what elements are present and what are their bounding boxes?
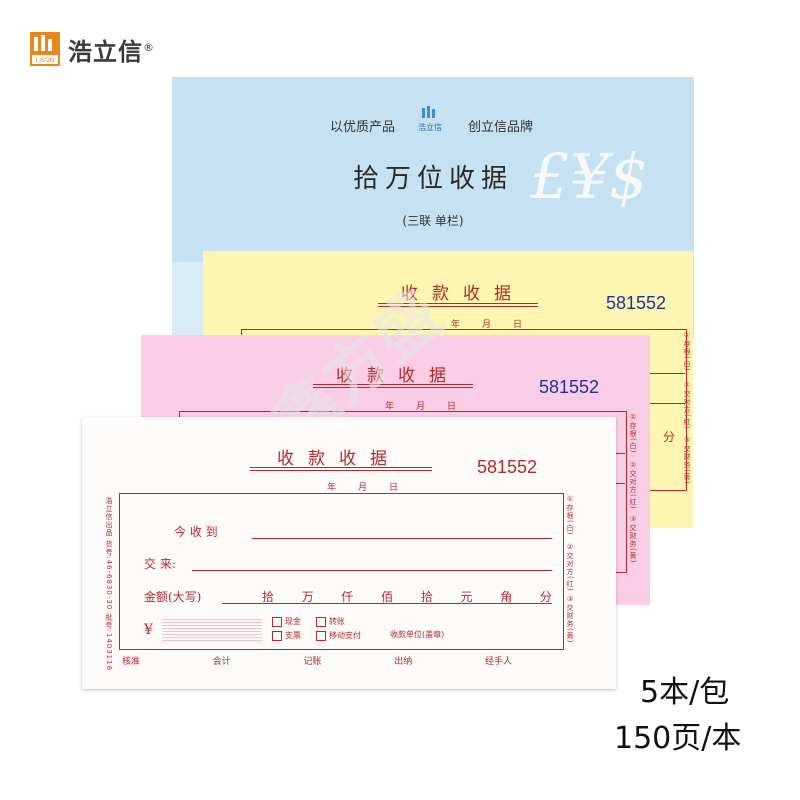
copy-label: ②交对方(红) [683, 381, 691, 430]
receipt-title: 收款收据 [336, 366, 460, 386]
amount-label: 金额(大写) [144, 590, 202, 604]
receipt-serial: 581552 [539, 377, 600, 397]
cover-logo: 浩立信 [418, 106, 442, 133]
method-mobile: 移动支付 [316, 630, 361, 641]
signature-row: 核准 会计 记账 出纳 经手人 [122, 657, 512, 667]
currency-mark: ¥ [144, 622, 153, 638]
currency-symbols-graphic: £¥$ [530, 140, 649, 213]
copy-label: ③交财务(黄) [629, 515, 637, 564]
receipt-serial: 581552 [477, 457, 538, 477]
receipt-title: 收款收据 [401, 284, 525, 304]
copy-label: ①存根(白) [566, 495, 574, 536]
copy-label: ①存根(白) [683, 331, 691, 372]
amount-box [162, 619, 262, 641]
payee-label: 收款单位(盖章) [390, 630, 445, 639]
receipt-date: 年月日 [451, 320, 545, 330]
receipt-date: 年月日 [385, 402, 479, 412]
pack-quantity: 5本/包 [640, 675, 730, 710]
receipt-date: 年月日 [327, 483, 421, 493]
svg-text:LISON: LISON [36, 57, 54, 64]
amount-units: 拾 万 仟 佰 拾 元 角 分 [262, 590, 552, 604]
receipt-title: 收款收据 [277, 449, 401, 469]
copy-label: ①存根(白) [629, 413, 637, 454]
cover-title: 拾万位收据 [352, 164, 513, 194]
received-from-label: 今 收 到 [174, 525, 218, 539]
product-info: 浩立信出品 货号:46-6830-30 批号:1403116 [105, 497, 113, 672]
brand: LISON 浩立信® [30, 32, 155, 66]
method-cash: 现金 [272, 616, 301, 627]
brand-name: 浩立信® [68, 37, 155, 66]
amount-unit: 分 [663, 430, 676, 444]
method-check: 支票 [272, 630, 301, 641]
brand-logo-icon: LISON [30, 32, 60, 66]
pages-per-book: 150页/本 [614, 721, 742, 756]
copy-label: ②交对方(红) [566, 543, 574, 592]
receipt-serial: 581552 [606, 293, 667, 313]
copy-label: ③交财务(黄) [566, 595, 574, 644]
method-transfer: 转账 [316, 616, 345, 627]
payment-for-label: 交 来: [144, 557, 176, 571]
receipt-sheet-white: 收款收据 581552 年月日 浩立信出品 货号:46-6830-30 批号:1… [82, 417, 616, 689]
cover-subtitle: (三联 单栏) [402, 214, 464, 228]
copy-label: ③交财务(黄) [683, 436, 691, 485]
copy-label: ②交对方(红) [629, 461, 637, 510]
